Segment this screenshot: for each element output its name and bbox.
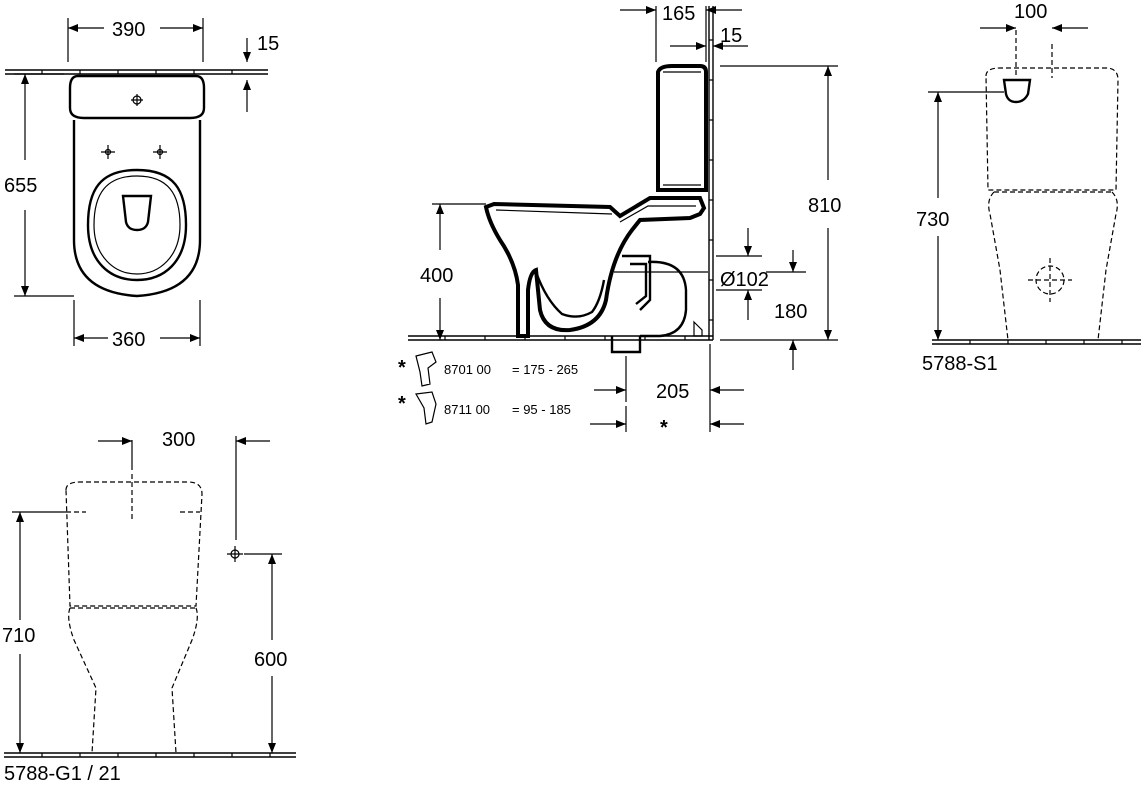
dim-wall-gap: 15	[257, 33, 279, 55]
front-view-s1: 100 730 5788-S1	[916, 1, 1141, 375]
bowl-outline-dashed	[68, 607, 198, 754]
wall-line-side-view	[708, 6, 714, 340]
fixing-hole-icon	[101, 145, 167, 159]
svg-text:*: *	[398, 393, 406, 415]
asterisk-note: *	[660, 417, 668, 439]
connector-bend-icon	[415, 391, 437, 425]
svg-text:= 175 - 265: = 175 - 265	[512, 362, 578, 377]
dim-depth: 655	[4, 175, 37, 197]
outlet-crosshair-icon	[1028, 258, 1072, 302]
floor-line-s1	[932, 339, 1141, 345]
dim-seat-height: 400	[420, 265, 453, 287]
dim-total-height: 810	[808, 195, 841, 217]
model-label-g1: 5788-G1 / 21	[4, 763, 121, 785]
side-view: 165 15 810 400 Ø102 180 205 * *	[398, 3, 841, 439]
water-inlet-icon	[227, 546, 243, 562]
floor-line-side-view	[408, 335, 713, 341]
floor-line-g1	[4, 752, 296, 758]
accessory-1: * 8701 00 = 175 - 265	[398, 351, 578, 387]
dim-height-s1: 730	[916, 209, 949, 231]
bowl-opening	[121, 194, 153, 232]
tank-outline	[68, 74, 206, 120]
accessory-2: * 8711 00 = 95 - 185	[398, 391, 571, 425]
outlet-pipe	[622, 254, 652, 311]
dim-tank-depth: 165	[662, 3, 695, 25]
seat-outline	[86, 168, 188, 282]
bowl-outline	[72, 120, 202, 298]
dim-tank-width: 390	[112, 19, 145, 41]
cistern-outline	[656, 64, 708, 192]
dim-inlet-offset-s1: 100	[1014, 1, 1047, 23]
dim-outlet-height: 180	[774, 301, 807, 323]
dim-outlet-diameter: Ø102	[720, 269, 769, 291]
dim-inlet-height-g1: 600	[254, 649, 287, 671]
top-view: 390 15 655 360	[4, 18, 279, 351]
front-view-g1: 300 710 600 5788-G1 / 21	[2, 429, 296, 785]
bowl-outline-dashed	[988, 191, 1118, 341]
model-label-s1: 5788-S1	[922, 353, 998, 375]
dim-outlet-offset: 205	[656, 381, 689, 403]
dim-tank-gap: 15	[720, 25, 742, 47]
dim-height-g1: 710	[2, 625, 35, 647]
svg-text:= 95 - 185: = 95 - 185	[512, 402, 571, 417]
connector-bend-icon	[415, 351, 437, 387]
cistern-outline-dashed	[985, 67, 1119, 191]
cistern-outline-dashed	[65, 481, 203, 607]
inlet-icon	[1002, 78, 1032, 104]
dim-bowl-width: 360	[112, 329, 145, 351]
dim-inlet-offset-g1: 300	[162, 429, 195, 451]
svg-text:8701 00: 8701 00	[444, 362, 491, 377]
svg-text:*: *	[398, 357, 406, 379]
svg-text:8711 00: 8711 00	[444, 402, 490, 417]
trap-connector	[610, 260, 688, 354]
bowl-side-outline	[483, 196, 707, 338]
